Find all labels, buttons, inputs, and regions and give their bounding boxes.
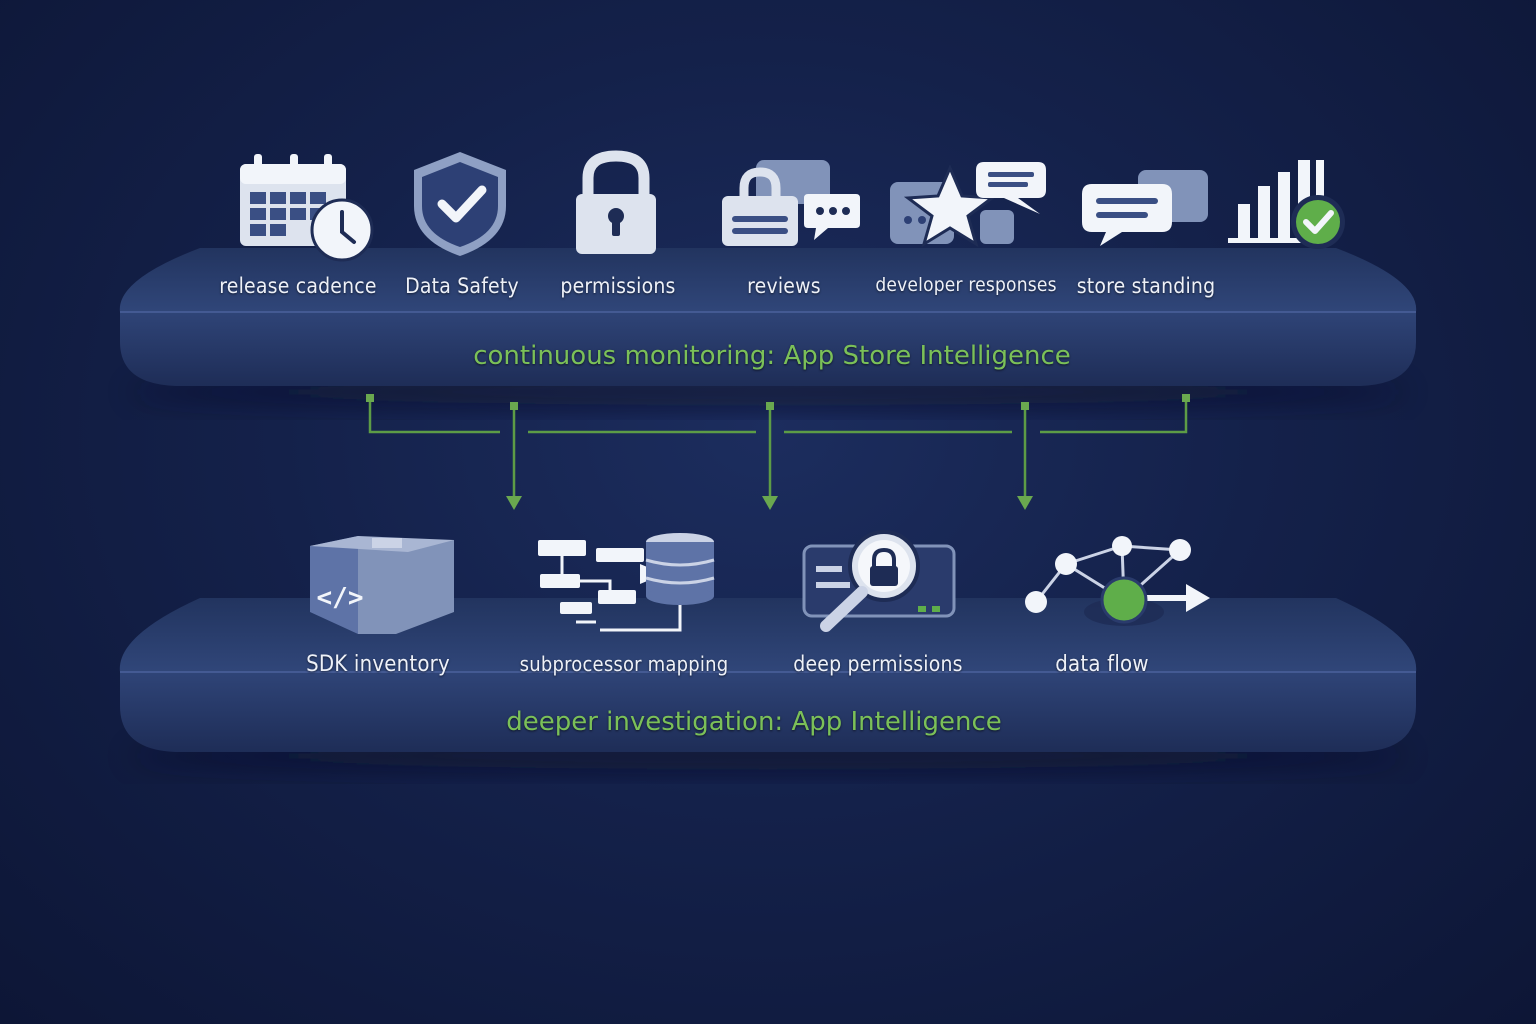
label-data-flow: data flow xyxy=(1055,652,1149,677)
label-store-standing: store standing xyxy=(1076,274,1216,298)
connector-nodes xyxy=(366,394,1190,410)
network-flow-icon xyxy=(1025,536,1210,626)
label-release-cadence: release cadence xyxy=(219,274,377,298)
label-deep-permissions: deep permissions xyxy=(793,652,963,676)
label-permissions: permissions xyxy=(560,274,676,298)
flowchart-database-icon xyxy=(538,533,715,632)
calendar-clock-icon xyxy=(240,154,374,262)
connector-lines xyxy=(368,398,1188,500)
label-data-safety: Data Safety xyxy=(405,274,519,298)
label-sdk-inventory: SDK inventory xyxy=(306,652,450,677)
caption-continuous-monitoring: continuous monitoring: App Store Intelli… xyxy=(473,341,1071,371)
label-reviews: reviews xyxy=(747,274,821,298)
svg-text:</>: </> xyxy=(317,583,364,613)
label-developer-responses: developer responses xyxy=(875,274,1057,296)
lock-chat-bubbles-icon xyxy=(722,160,860,246)
top-shelf xyxy=(119,248,1417,406)
bottom-shelf xyxy=(119,598,1417,770)
chat-bubbles-icon xyxy=(1082,170,1208,246)
code-package-icon: </> xyxy=(310,536,454,634)
magnifier-lock-server-icon xyxy=(802,530,956,632)
label-subprocessor-mapping: subprocessor mapping xyxy=(519,652,729,676)
connector-arrowheads xyxy=(506,496,1033,510)
bar-chart-check-icon xyxy=(1228,160,1345,249)
shield-check-icon xyxy=(414,152,506,256)
star-chat-bubbles-icon xyxy=(890,162,1046,248)
caption-deeper-investigation: deeper investigation: App Intelligence xyxy=(506,707,1002,737)
padlock-icon xyxy=(576,150,656,254)
